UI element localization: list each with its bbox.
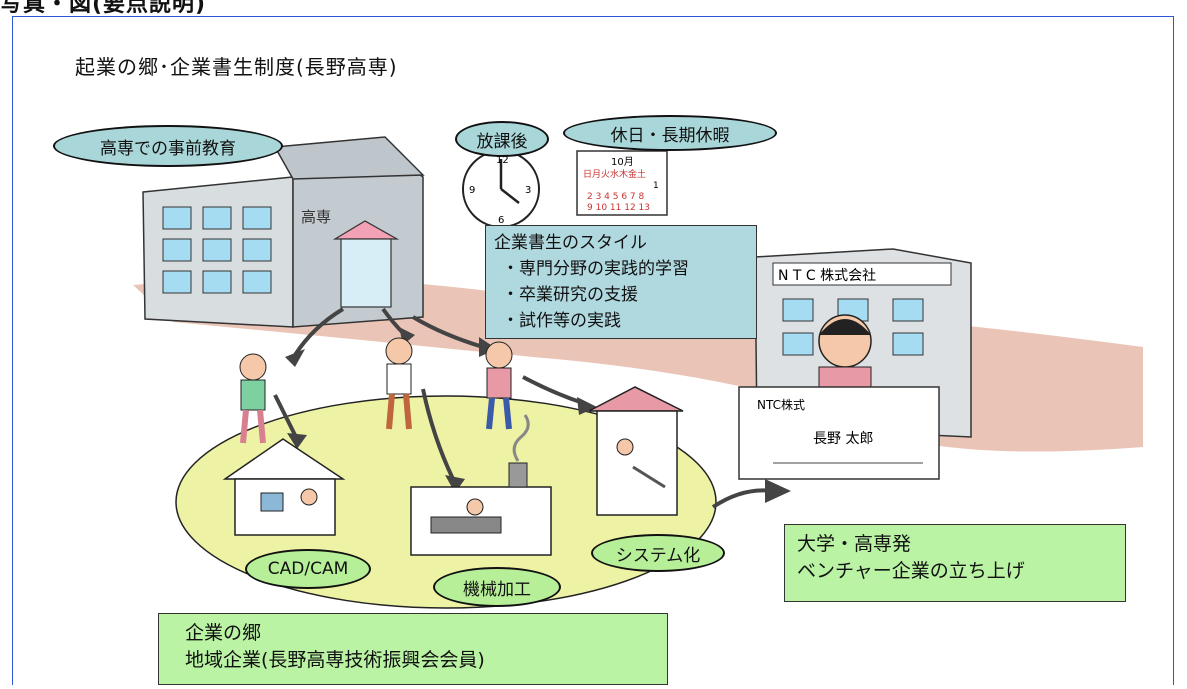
venture-line-2: ベンチャー企業の立ち上げ (797, 560, 1025, 582)
house-cad (222, 438, 346, 536)
venture-box: 大学・高専発 ベンチャー企業の立ち上げ (784, 524, 1126, 602)
house-system (588, 386, 684, 516)
calendar-month: 10月 (611, 156, 634, 168)
bubble-machining: 機械加工 (433, 567, 561, 607)
style-box-heading: 企業書生のスタイル (494, 233, 647, 253)
bubble-systemization: システム化 (591, 534, 725, 572)
calendar-row-3: 9 10 11 12 13 (587, 203, 650, 213)
style-box: 企業書生のスタイル ・専門分野の実践的学習 ・卒業研究の支援 ・試作等の実践 (485, 225, 757, 339)
student-3 (485, 341, 513, 430)
student-2 (385, 337, 413, 430)
calendar-row-1: 1 (653, 181, 659, 191)
bubble-pre-education: 高専での事前教育 (53, 125, 283, 167)
calendar-icon: 10月 日月火水木金土 1 2 3 4 5 6 7 8 9 10 11 12 1… (576, 150, 668, 216)
page-title: 起業の郷･企業書生制度(長野高専) (75, 55, 398, 79)
factory-machining (410, 414, 552, 556)
region-box: 企業の郷 地域企業(長野高専技術振興会会員) (158, 613, 668, 685)
bubble-cad-cam: CAD/CAM (245, 549, 371, 589)
header-label: 写真・図(要点説明) (0, 0, 207, 17)
company-building: N T C 株式会社 NTC株式 長野 太郎 (738, 248, 972, 480)
student-1 (239, 353, 267, 444)
bubble-after-school: 放課後 (455, 121, 549, 157)
venture-line-1: 大学・高専発 (797, 533, 912, 555)
svg-text:12: 12 (496, 155, 509, 166)
school-building: 高専 (142, 136, 425, 328)
calendar-row-2: 2 3 4 5 6 7 8 (587, 192, 645, 202)
style-box-item-1: ・専門分野の実践的学習 (502, 259, 689, 279)
company-sign: N T C 株式会社 (778, 268, 876, 284)
svg-text:6: 6 (498, 215, 504, 226)
svg-text:3: 3 (525, 185, 531, 196)
clock-icon: 12 3 6 9 (462, 150, 540, 228)
region-line-1: 企業の郷 (185, 622, 262, 644)
card-company: NTC株式 (757, 397, 805, 412)
bubble-holidays: 休日・長期休暇 (563, 115, 777, 151)
illustration: 高専 12 3 6 9 10月 日月火水木金土 1 2 3 4 5 6 7 8 … (133, 136, 1143, 609)
figure-frame: 高専 12 3 6 9 10月 日月火水木金土 1 2 3 4 5 6 7 8 … (12, 16, 1174, 685)
card-name: 長野 太郎 (813, 431, 873, 447)
school-sign: 高専 (301, 208, 331, 226)
style-box-item-3: ・試作等の実践 (502, 311, 621, 331)
calendar-weekdays: 日月火水木金土 (583, 168, 646, 180)
svg-text:9: 9 (469, 185, 475, 196)
style-box-item-2: ・卒業研究の支援 (502, 285, 638, 305)
region-line-2: 地域企業(長野高専技術振興会会員) (185, 649, 485, 671)
